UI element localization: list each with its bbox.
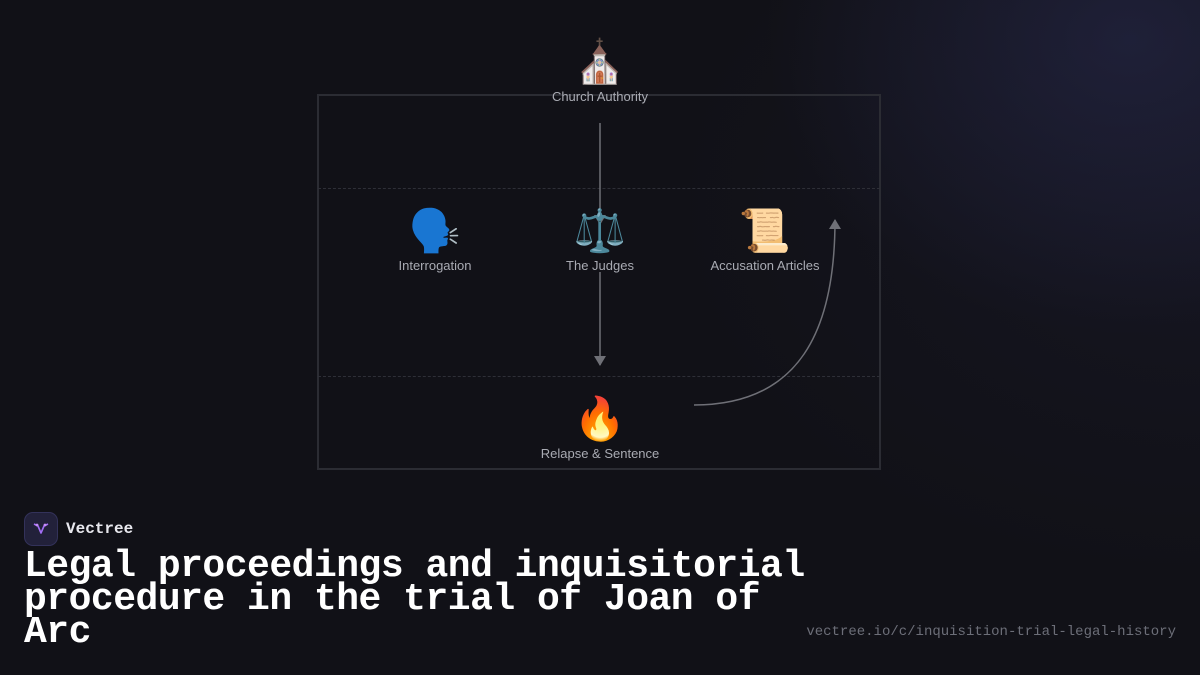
church-icon: ⛪ xyxy=(573,37,627,86)
scroll-icon: 📜 xyxy=(738,206,792,255)
node-interrogation: 🗣️ Interrogation xyxy=(335,206,535,273)
node-church-authority: ⛪ Church Authority xyxy=(500,37,700,104)
edge-sentence-to-articles xyxy=(693,219,841,406)
node-relapse-sentence: 🔥 Relapse & Sentence xyxy=(500,394,700,461)
speaking-head-icon: 🗣️ xyxy=(408,206,462,255)
brand: Vectree xyxy=(24,512,133,546)
node-label: Interrogation xyxy=(398,258,472,273)
page-title: Legal proceedings and inquisitorial proc… xyxy=(24,545,805,654)
node-label: Church Authority xyxy=(551,89,649,104)
node-label: Relapse & Sentence xyxy=(540,446,660,461)
fire-icon: 🔥 xyxy=(573,394,627,443)
node-the-judges: ⚖️ The Judges xyxy=(500,206,700,273)
node-accusation-articles: 📜 Accusation Articles xyxy=(665,206,865,273)
swimlane-divider xyxy=(318,188,880,189)
source-url[interactable]: vectree.io/c/inquisition-trial-legal-his… xyxy=(806,624,1176,640)
node-label: The Judges xyxy=(566,258,634,273)
swimlane-divider xyxy=(318,376,880,377)
vectree-logo-icon xyxy=(24,512,58,546)
node-label: Accusation Articles xyxy=(710,258,820,273)
scales-icon: ⚖️ xyxy=(573,206,627,255)
brand-name: Vectree xyxy=(66,520,134,538)
diagram-frame xyxy=(317,94,881,470)
